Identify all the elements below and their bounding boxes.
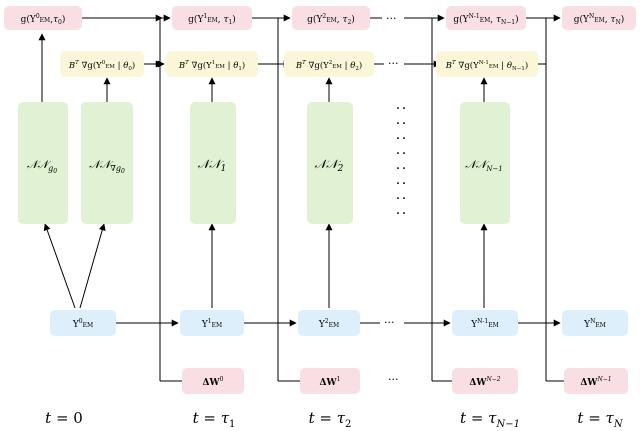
- svg-text:·: ·: [402, 146, 406, 162]
- svg-text:YNEM: YNEM: [583, 318, 606, 330]
- state-box: Y0EM: [50, 310, 116, 336]
- g-output-box: g(YN-1EM, τN−1): [446, 6, 526, 30]
- noise-box: ΔW1: [300, 368, 360, 394]
- g-output-box: g(Y1EM, τ1): [172, 6, 252, 30]
- svg-text:ΔWN−2: ΔWN−2: [469, 376, 500, 388]
- g-output-box: g(Y2EM, τ2): [292, 6, 370, 30]
- network-box: 𝒩𝒩N−1: [460, 102, 510, 224]
- time-label: t = τN−1: [460, 409, 520, 430]
- g-output-box: g(YNEM, τN): [562, 6, 636, 30]
- gradient-box: BT ∇g(Y1EM | θ1): [166, 51, 258, 77]
- noise-box: ΔWN−2: [452, 368, 518, 394]
- noise-box: ΔW0: [182, 368, 244, 394]
- network-box: 𝒩𝒩2: [307, 102, 353, 224]
- g-output-row: g(Y0EM,τ0) g(Y1EM, τ1) g(Y2EM, τ2) g(YN-…: [4, 6, 636, 30]
- svg-text:g(YNEM, τN): g(YNEM, τN): [574, 13, 624, 26]
- noise-box: ΔWN−1: [564, 368, 628, 394]
- svg-text:·: ·: [396, 116, 400, 132]
- svg-text:·: ·: [396, 191, 400, 207]
- ellipsis-states: ···: [384, 316, 395, 329]
- time-labels: t = 0 t = τ1 t = τ2 t = τN−1 t = τN: [45, 409, 624, 430]
- svg-text:ΔWN−1: ΔWN−1: [580, 376, 611, 388]
- svg-text:·: ·: [396, 176, 400, 192]
- gradient-box: BT ∇g(YN-1EM | θN−1): [436, 51, 538, 77]
- ellipsis-top: ···: [386, 12, 397, 25]
- svg-text:g(Y1EM, τ1): g(Y1EM, τ1): [188, 13, 236, 26]
- state-row: Y0EM Y1EM Y2EM YN-1EM YNEM ·: [50, 310, 628, 336]
- svg-text:·: ·: [402, 101, 406, 117]
- svg-text:g(Y0EM,τ0): g(Y0EM,τ0): [21, 13, 66, 26]
- svg-text:·: ·: [402, 131, 406, 147]
- svg-text:g(YN-1EM, τN−1): g(YN-1EM, τN−1): [453, 13, 518, 26]
- svg-text:𝒩𝒩g0: 𝒩𝒩g0: [27, 158, 57, 175]
- connections: [38, 14, 564, 382]
- svg-text:Y1EM: Y1EM: [201, 318, 222, 330]
- svg-text:·: ·: [396, 161, 400, 177]
- svg-text:ΔW0: ΔW0: [203, 376, 224, 388]
- network-box: 𝒩𝒩∇g0: [81, 102, 133, 224]
- state-box: Y2EM: [298, 310, 360, 336]
- arrow-y0-to-nn-g0: [43, 223, 76, 309]
- svg-text:Y2EM: Y2EM: [318, 318, 339, 330]
- svg-text:·: ·: [402, 191, 406, 207]
- time-label: t = τ1: [193, 409, 236, 430]
- svg-text:·: ·: [396, 131, 400, 147]
- svg-text:·: ·: [402, 176, 406, 192]
- svg-text:·: ·: [402, 206, 406, 222]
- svg-text:BT ∇g(Y0EM | θ0): BT ∇g(Y0EM | θ0): [68, 60, 135, 72]
- svg-text:g(Y2EM, τ2): g(Y2EM, τ2): [307, 13, 355, 26]
- network-row: 𝒩𝒩g0 𝒩𝒩∇g0 𝒩𝒩1 𝒩𝒩2 𝒩𝒩N−1: [18, 101, 510, 224]
- ellipsis-vertical: · · · · · · · · · · · · · · · ·: [396, 101, 406, 222]
- state-box: YN-1EM: [452, 310, 518, 336]
- svg-text:ΔW1: ΔW1: [320, 376, 341, 388]
- svg-text:BT ∇g(Y2EM | θ2): BT ∇g(Y2EM | θ2): [295, 60, 362, 72]
- ellipsis-noise: ···: [388, 373, 399, 386]
- svg-text:Y0EM: Y0EM: [72, 318, 93, 330]
- time-label: t = τN: [577, 409, 623, 430]
- svg-text:·: ·: [402, 116, 406, 132]
- time-label: t = τ2: [309, 409, 352, 430]
- g-output-box: g(Y0EM,τ0): [4, 6, 82, 30]
- svg-text:𝒩𝒩N−1: 𝒩𝒩N−1: [465, 158, 503, 173]
- state-box: YNEM: [562, 310, 628, 336]
- svg-text:𝒩𝒩2: 𝒩𝒩2: [315, 157, 344, 174]
- state-box: Y1EM: [180, 310, 244, 336]
- time-label: t = 0: [45, 409, 83, 427]
- svg-text:·: ·: [396, 206, 400, 222]
- gradient-box: BT ∇g(Y2EM | θ2): [284, 51, 374, 77]
- ellipsis-gradient: ···: [388, 57, 399, 70]
- svg-text:·: ·: [396, 101, 400, 117]
- svg-text:·: ·: [396, 146, 400, 162]
- svg-text:𝒩𝒩1: 𝒩𝒩1: [198, 157, 227, 174]
- network-box: 𝒩𝒩g0: [18, 102, 68, 224]
- svg-text:BT ∇g(Y1EM | θ1): BT ∇g(Y1EM | θ1): [178, 60, 245, 72]
- svg-text:·: ·: [402, 161, 406, 177]
- svg-text:YN-1EM: YN-1EM: [470, 318, 499, 330]
- arrow-y0-to-nn-grad0: [79, 223, 106, 309]
- gradient-box: BT ∇g(Y0EM | θ0): [60, 51, 144, 77]
- svg-text:𝒩𝒩∇g0: 𝒩𝒩∇g0: [89, 158, 125, 175]
- gradient-row: BT ∇g(Y0EM | θ0) BT ∇g(Y1EM | θ1) BT ∇g(…: [60, 51, 538, 77]
- svg-text:BT ∇g(YN-1EM | θN−1): BT ∇g(YN-1EM | θN−1): [445, 60, 528, 72]
- noise-row: ΔW0 ΔW1 ΔWN−2 ΔWN−1 ···: [182, 368, 628, 394]
- network-box: 𝒩𝒩1: [190, 102, 236, 224]
